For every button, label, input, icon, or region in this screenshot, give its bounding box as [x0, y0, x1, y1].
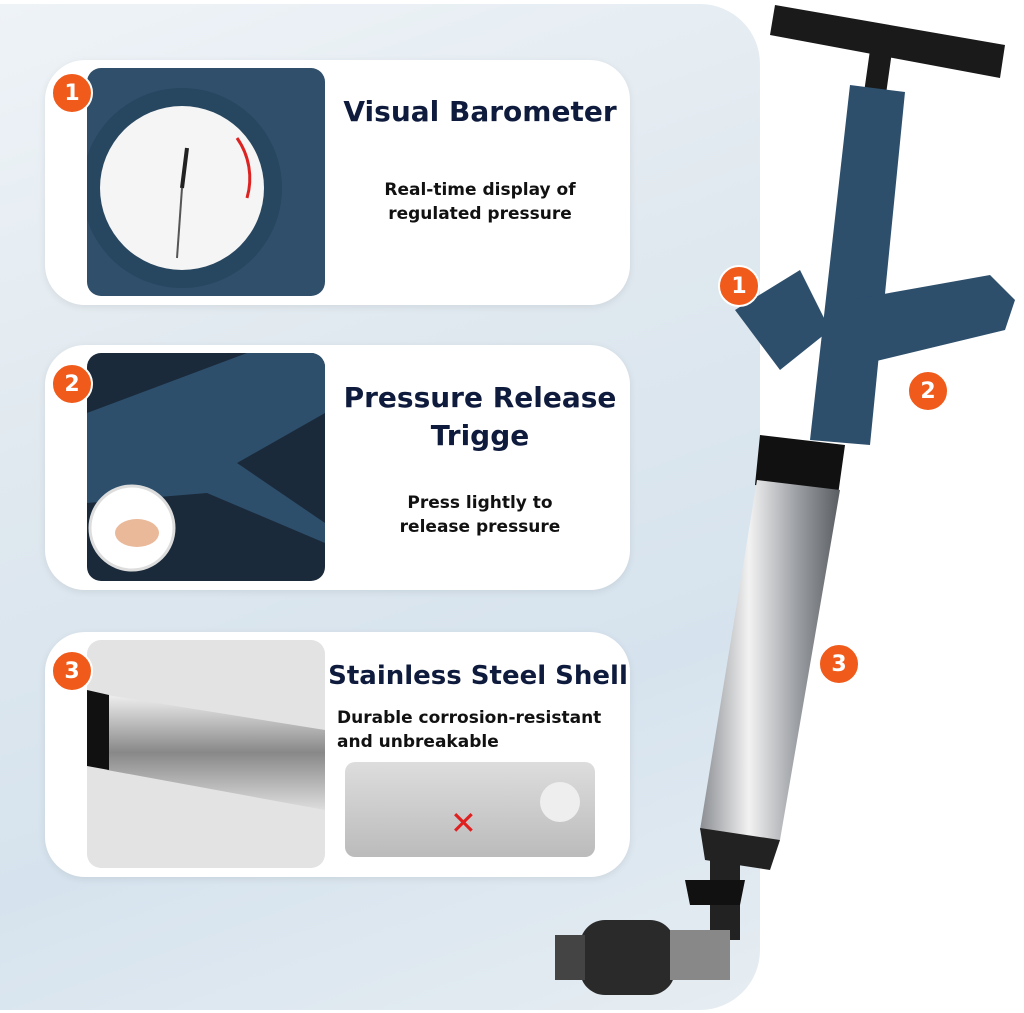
feature-description: Durable corrosion-resistant and unbreaka… — [337, 706, 627, 754]
barometer-photo — [87, 68, 325, 296]
badge-2: 2 — [51, 363, 93, 405]
feature-card-steel: ✕ 3 Stainless Steel Shell Durable corros… — [45, 632, 630, 877]
trigger-image — [87, 353, 325, 572]
desc-line: Press lightly to — [407, 493, 553, 513]
feature-description: Press lightly to release pressure — [335, 491, 625, 539]
callout-1: 1 — [718, 265, 760, 307]
ball-icon — [540, 782, 580, 822]
badge-1: 1 — [51, 72, 93, 114]
feature-title: Stainless Steel Shell — [328, 661, 628, 691]
feature-card-barometer: 1 Visual Barometer Real-time display of … — [45, 60, 630, 305]
feature-title: Pressure Release Trigge — [335, 379, 625, 455]
desc-line: Durable corrosion-resistant — [337, 708, 602, 728]
desc-line: and unbreakable — [337, 732, 499, 752]
title-line: Pressure Release — [343, 381, 617, 414]
desc-line: regulated pressure — [388, 204, 572, 224]
callout-2: 2 — [907, 370, 949, 412]
steel-photo — [87, 640, 325, 868]
pump-illustration — [555, 5, 1015, 995]
feature-card-trigger: 2 Pressure Release Trigge Press lightly … — [45, 345, 630, 590]
feature-description: Real-time display of regulated pressure — [335, 178, 625, 226]
desc-line: release pressure — [399, 517, 561, 537]
steel-tube-image — [87, 690, 325, 810]
gauge-icon — [87, 88, 282, 288]
cross-icon: ✕ — [450, 804, 477, 842]
feature-title: Visual Barometer — [343, 95, 617, 128]
title-line: Trigge — [430, 419, 530, 452]
trigger-photo — [87, 353, 325, 581]
callout-3: 3 — [818, 643, 860, 685]
desc-line: Real-time display of — [384, 180, 576, 200]
badge-3: 3 — [51, 650, 93, 692]
glass-comparison-photo: ✕ — [345, 762, 595, 857]
